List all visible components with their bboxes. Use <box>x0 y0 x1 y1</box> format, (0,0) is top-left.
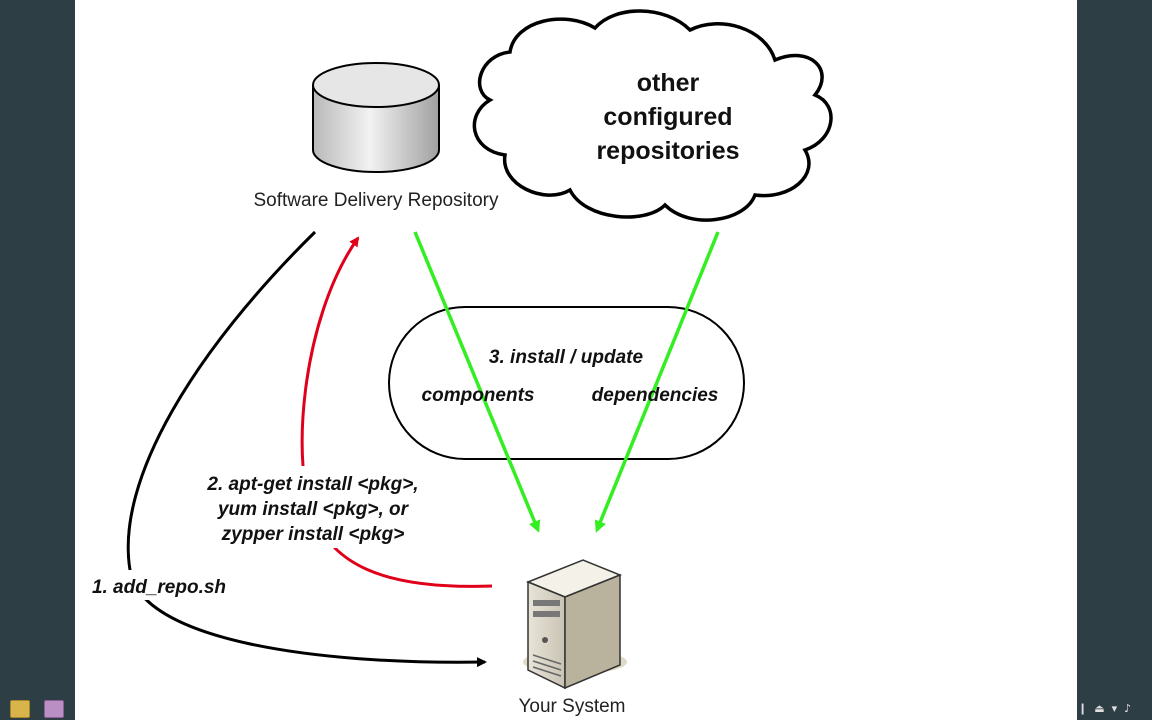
step2-line-3: zypper install <pkg> <box>221 524 405 545</box>
server-tower-icon <box>523 559 627 690</box>
cloud-line-2: configured <box>603 103 732 131</box>
files-launcher-icon[interactable] <box>44 700 64 718</box>
wifi-icon[interactable]: ▾ <box>1111 701 1118 715</box>
components-label: components <box>422 385 535 406</box>
cloud-line-1: other <box>637 69 700 97</box>
green-arrow-components <box>413 231 541 533</box>
dependencies-label: dependencies <box>592 385 719 406</box>
system-tray: ❙ ⏏ ▾ ♪ <box>1078 700 1152 716</box>
database-cylinder-icon <box>312 62 440 173</box>
mail-launcher-icon[interactable] <box>10 700 30 718</box>
green-arrow-dependencies <box>594 231 720 533</box>
tray-grip-icon: ❙ <box>1078 701 1088 715</box>
diagram-canvas: Software Delivery Repository other confi… <box>85 9 833 717</box>
step2-label-backdrop <box>193 466 433 548</box>
slide: Software Delivery Repository other confi… <box>75 0 1077 720</box>
volume-icon[interactable]: ♪ <box>1124 701 1132 715</box>
cloud-shape <box>472 9 833 222</box>
cloud-line-3: repositories <box>596 137 739 165</box>
step2-line-1: 2. apt-get install <pkg>, <box>206 474 418 495</box>
step3-label: 3. install / update <box>489 347 644 368</box>
repository-label: Software Delivery Repository <box>254 190 499 211</box>
step1-label-backdrop <box>85 570 235 600</box>
install-update-capsule <box>388 306 745 460</box>
eject-icon[interactable]: ⏏ <box>1094 701 1105 715</box>
system-label: Your System <box>518 696 625 717</box>
step1-label: 1. add_repo.sh <box>92 577 226 598</box>
step2-line-2: yum install <pkg>, or <box>217 499 410 520</box>
